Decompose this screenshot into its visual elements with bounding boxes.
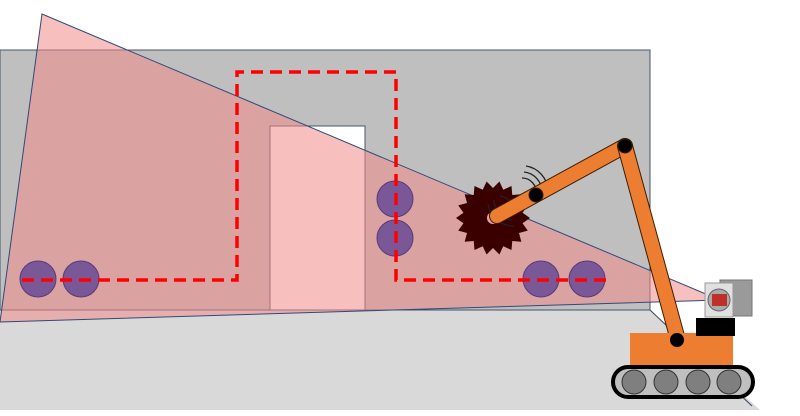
dashed-path — [22, 70, 606, 282]
camera-field-of-view — [0, 13, 721, 323]
track-wheels — [621, 369, 742, 395]
target-circle — [19, 260, 57, 298]
camera-icon — [704, 279, 753, 318]
arm-joint — [670, 333, 684, 347]
excavator-arm — [489, 138, 686, 348]
floor — [0, 310, 760, 410]
camera-mount — [696, 318, 735, 336]
excavator-track — [611, 365, 755, 399]
